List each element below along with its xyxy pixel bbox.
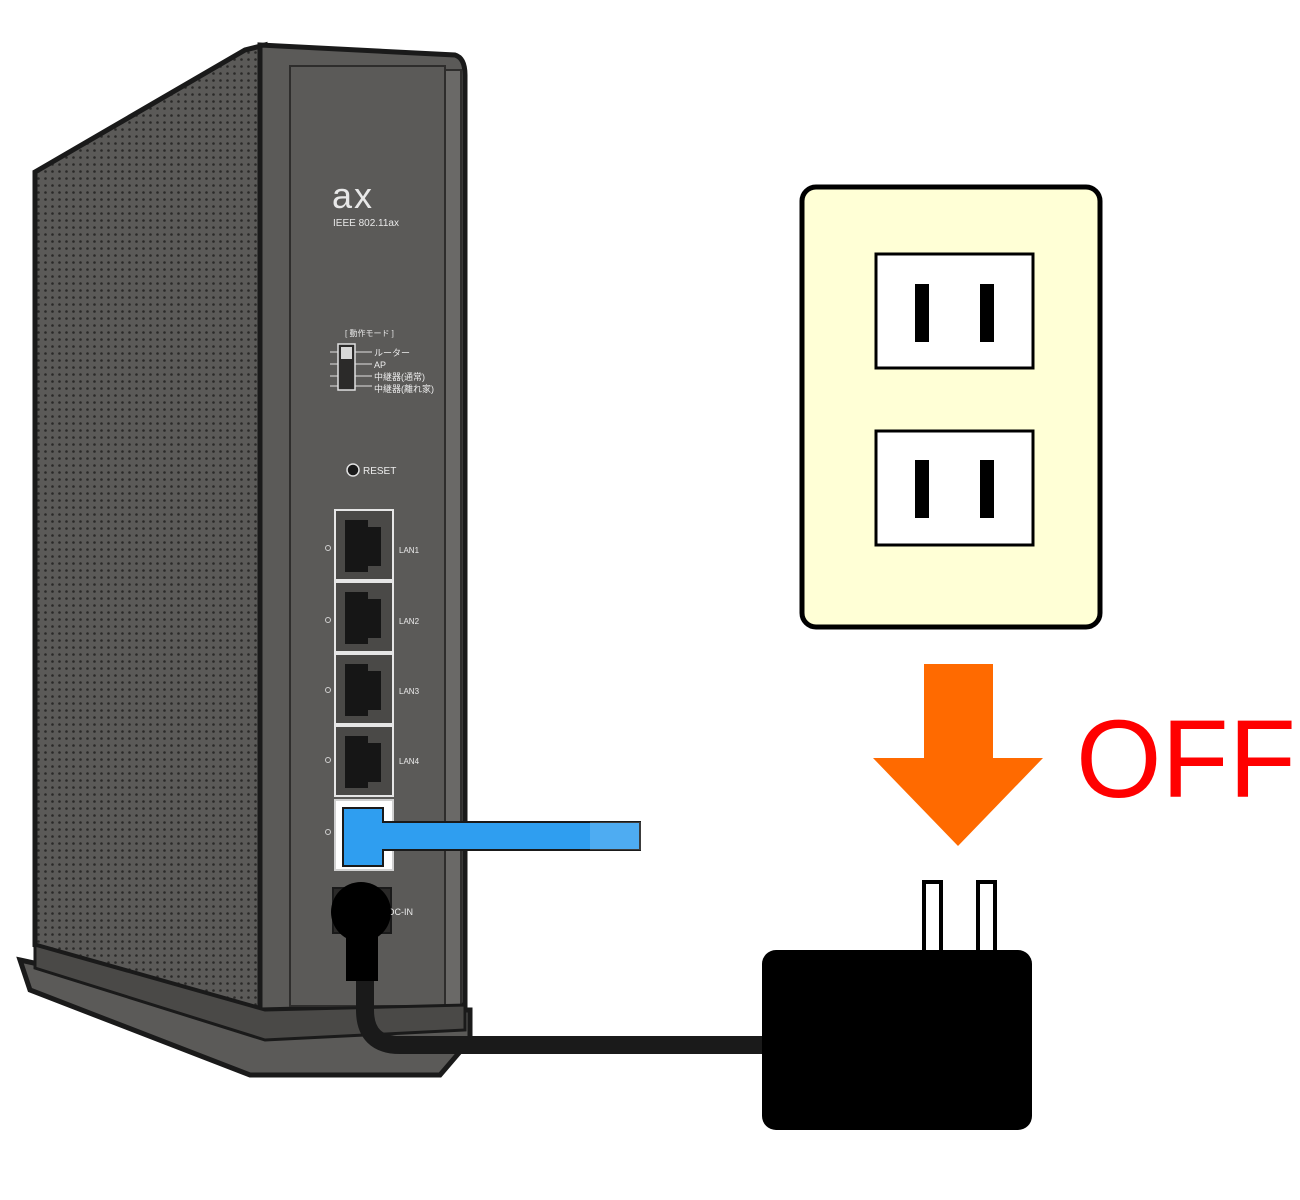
lan-port-4[interactable] [325,725,394,797]
mode-option-router: ルーター [374,348,410,358]
router: ax IEEE 802.11ax [ 動作モード ] ルーター AP 中継器(通… [16,41,650,1078]
reset-button[interactable] [346,463,360,477]
dc-in-label: DC-IN [388,907,413,917]
lan-port-1[interactable] [325,509,394,581]
mode-option-repeater-normal: 中継器(通常) [374,371,425,382]
wall-outlet-icon[interactable] [799,184,1103,630]
mode-title: [ 動作モード ] [345,328,394,338]
lan-port-2[interactable] [325,581,394,653]
lan2-label: LAN2 [399,617,420,626]
outlet-socket-top[interactable] [874,252,1035,370]
outlet-socket-bottom[interactable] [874,429,1035,547]
lan-cable-icon [342,807,650,867]
router-side-panel [32,41,268,1014]
off-label: OFF [1076,698,1296,821]
router-standard-label: IEEE 802.11ax [333,218,399,229]
lan4-label: LAN4 [399,757,420,766]
mode-option-repeater-remote: 中継器(離れ家) [374,383,434,394]
mode-option-ap: AP [374,360,386,370]
ac-adapter-icon[interactable] [762,880,1032,1130]
lan3-label: LAN3 [399,687,420,696]
lan-port-3[interactable] [325,653,394,725]
down-arrow-icon [873,664,1043,846]
power-cord [331,882,784,1054]
lan1-label: LAN1 [399,546,420,555]
router-logo: ax [332,175,374,216]
reset-label: RESET [363,466,396,477]
